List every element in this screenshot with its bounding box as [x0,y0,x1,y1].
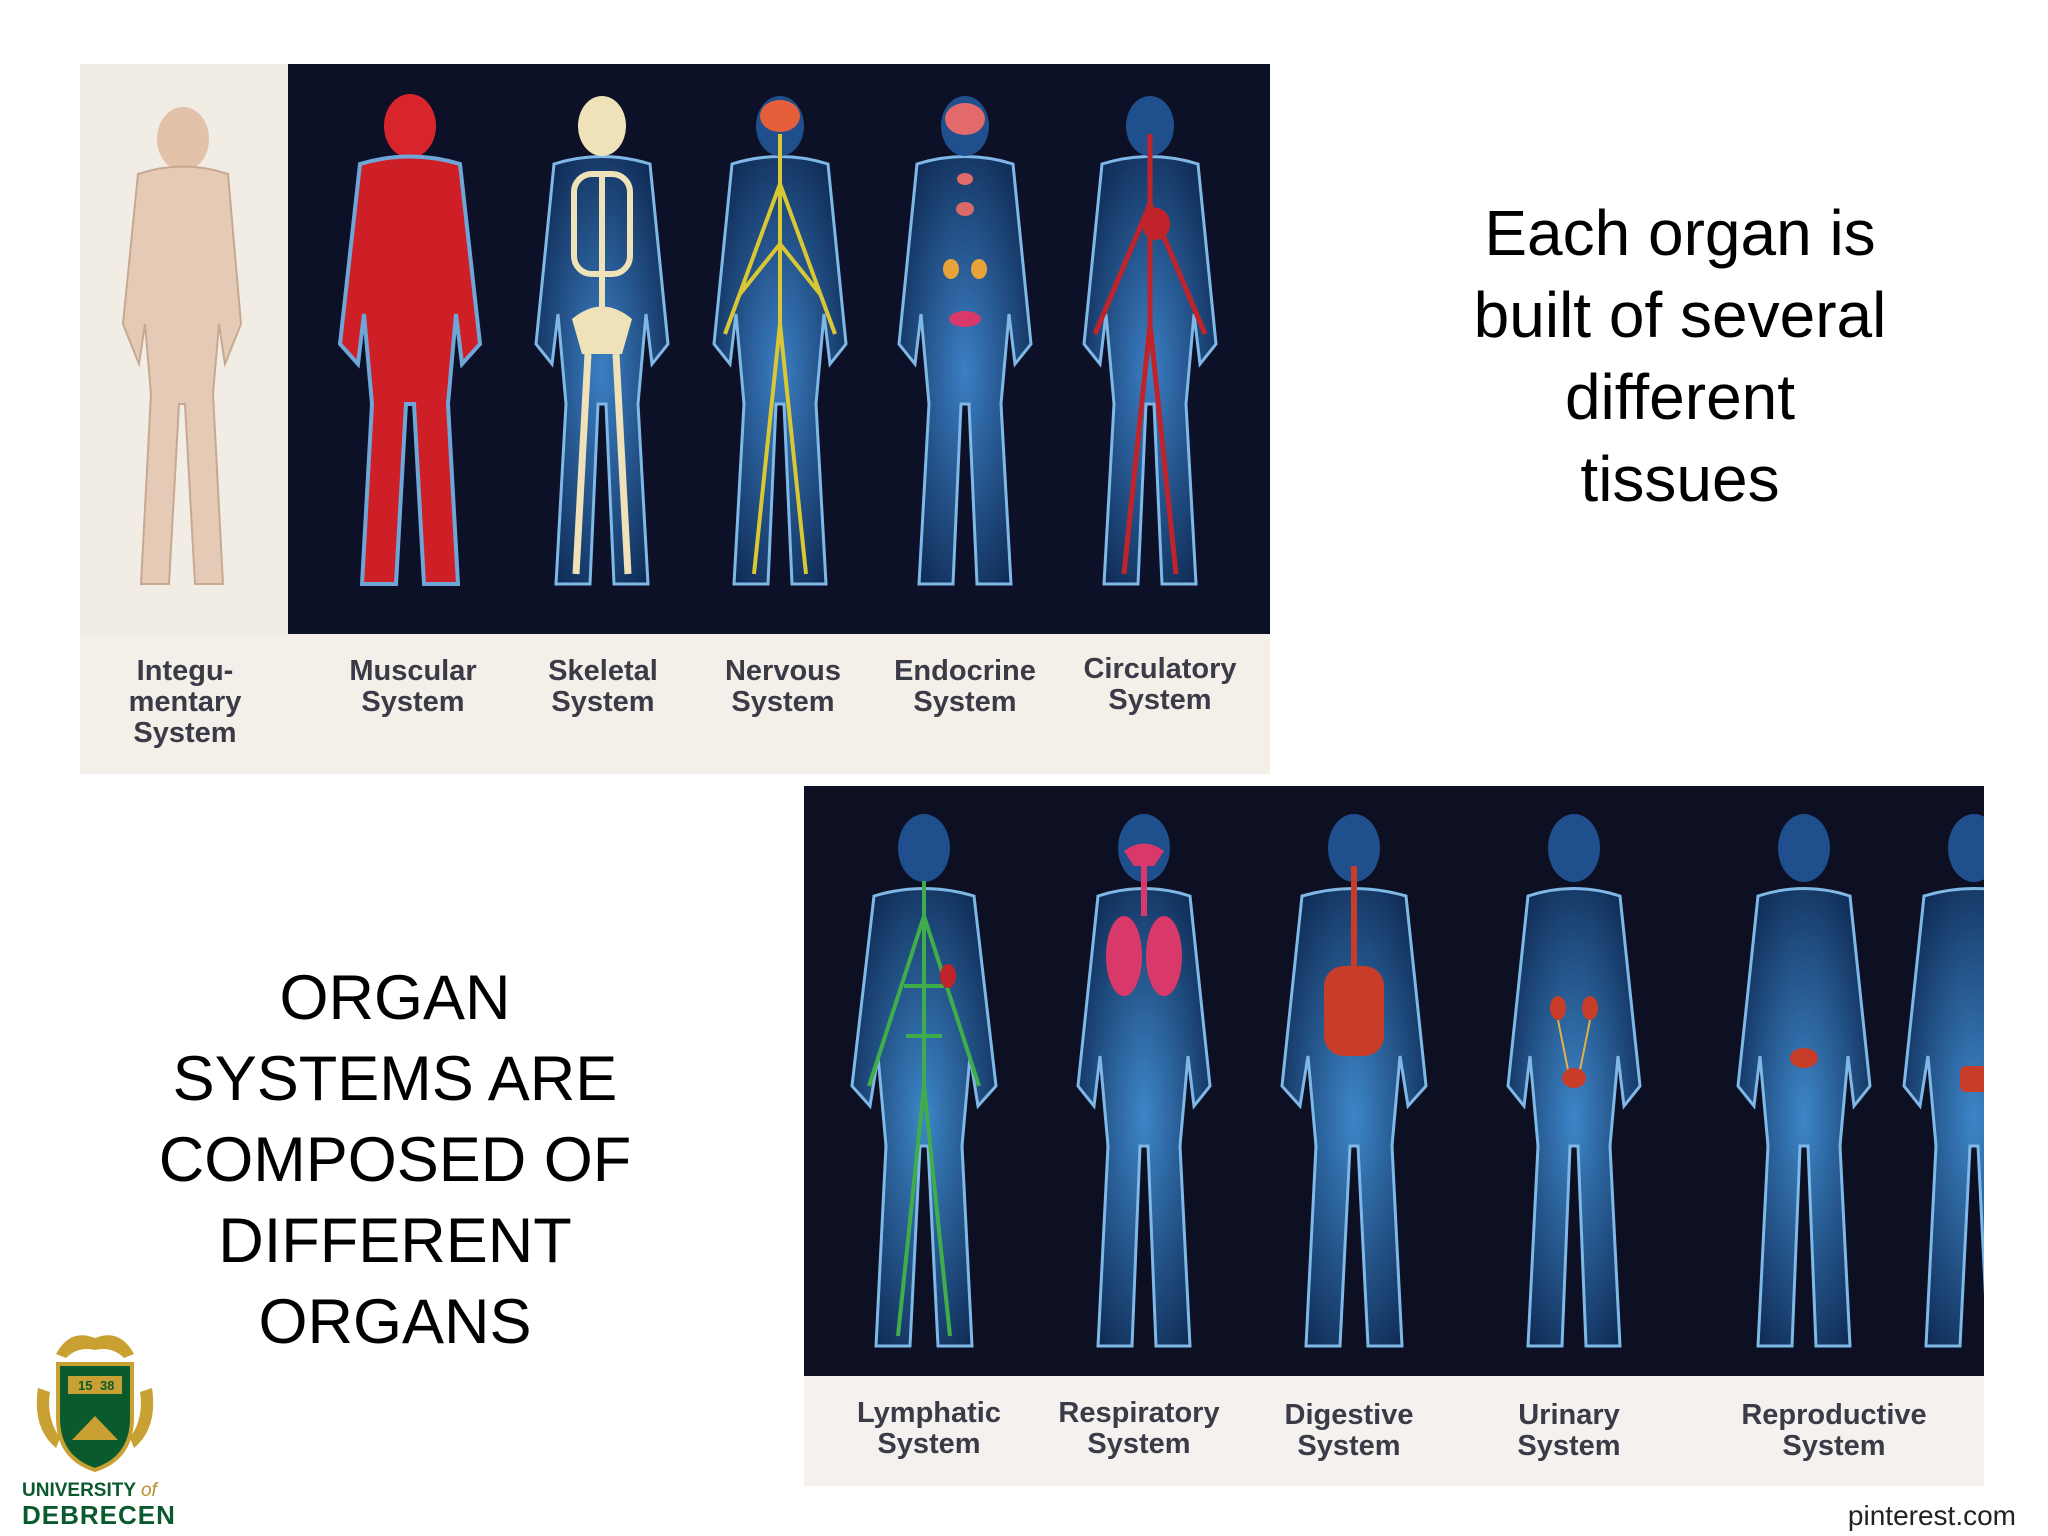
logo-year-right: 38 [100,1378,114,1393]
lymphatic-figure [850,814,998,1348]
top-figures-svg [121,94,1218,586]
skeletal-figure [534,96,670,586]
logo-wordmark-debrecen: DEBRECEN [22,1500,176,1530]
digestive-figure [1280,814,1428,1348]
heading-tissues: Each organ is built of several different… [1473,197,1887,515]
top-systems-image: Integu- mentary System Muscular System S… [80,64,1270,774]
circulatory-figure [1082,96,1218,586]
integumentary-figure [121,107,243,585]
heading-organ-systems: ORGAN SYSTEMS ARE COMPOSED OF DIFFERENT … [158,963,632,1357]
label-endocrine: Endocrine System [894,655,1036,718]
logo-year-left: 15 [78,1378,92,1393]
label-urinary: Urinary System [1517,1399,1621,1462]
respiratory-figure [1076,814,1212,1348]
label-digestive: Digestive System [1284,1399,1414,1462]
bottom-systems-image: Lymphatic System Respiratory System Dige… [804,786,1984,1486]
reproductive-figure [1736,814,1984,1348]
label-integumentary: Integu- mentary System [128,655,242,749]
label-respiratory: Respiratory System [1058,1397,1220,1460]
university-logo: 15 38 UNIVERSITY of DEBRECEN [20,1318,175,1530]
label-skeletal: Skeletal System [548,655,658,718]
urinary-figure [1506,814,1642,1348]
label-lymphatic: Lymphatic System [857,1397,1001,1460]
label-nervous: Nervous System [724,655,842,718]
logo-wordmark-university: UNIVERSITY of [22,1480,157,1501]
crest-icon: 15 38 [36,1335,154,1473]
label-muscular: Muscular System [349,655,477,718]
nervous-figure [712,96,848,586]
label-circulatory: Circulatory System [1083,653,1237,716]
muscular-figure [337,94,483,586]
source-credit: pinterest.com [1847,1500,2016,1531]
label-reproductive: Reproductive System [1741,1399,1927,1462]
endocrine-figure [897,96,1033,586]
bottom-figures-svg [850,814,1984,1348]
